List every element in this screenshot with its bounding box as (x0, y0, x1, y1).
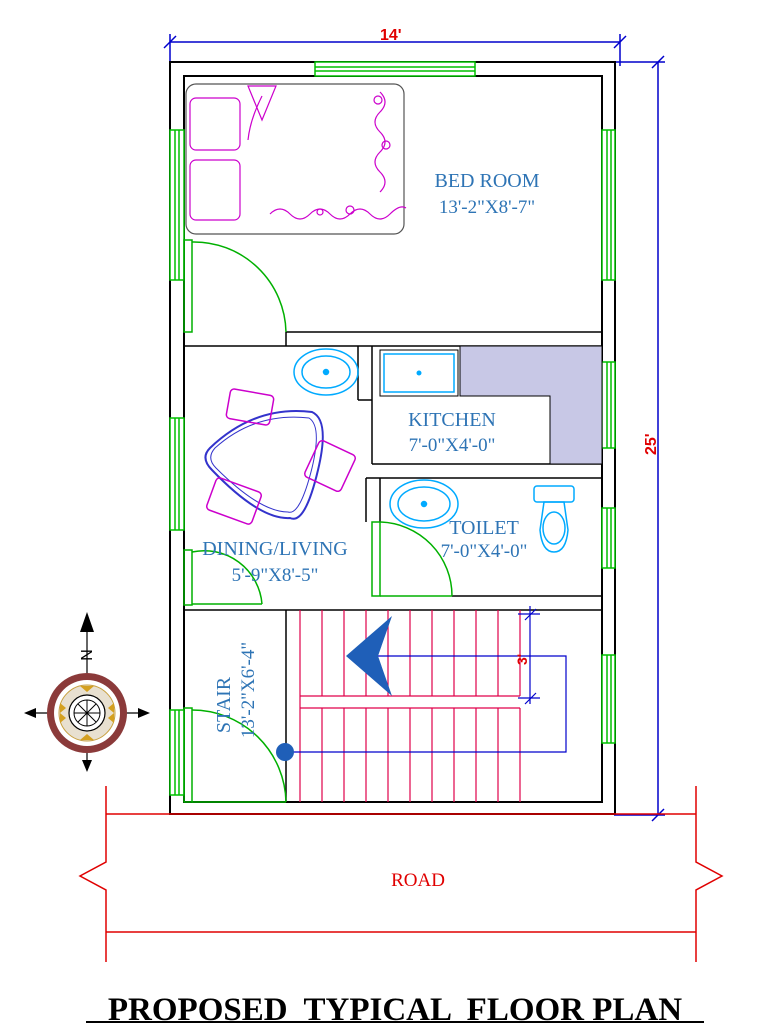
outer-walls (169, 61, 616, 815)
bedroom-name: BED ROOM (434, 170, 539, 192)
dining-name: DINING/LIVING (202, 538, 348, 560)
width-dimension-label: 14' (380, 27, 402, 44)
windows (169, 61, 616, 796)
stair-size: 13'-2"X6'-4" (238, 642, 259, 738)
toilet-fixtures (389, 479, 575, 553)
stair-flight-dimension (518, 606, 540, 705)
toilet-name: TOILET (449, 517, 519, 539)
bedroom-size: 13'-2"X8'-7" (439, 197, 535, 218)
dining-set (204, 388, 357, 525)
kitchen-counter (379, 345, 603, 465)
stair (299, 610, 521, 802)
stair-direction-arrow (276, 616, 567, 761)
width-dimension (163, 34, 627, 66)
stair-flight-dimension-label: 3' (514, 654, 530, 665)
compass-north-label: N (79, 649, 96, 661)
length-dimension (614, 55, 665, 822)
kitchen-name: KITCHEN (408, 409, 496, 431)
road (78, 786, 724, 962)
wash-basin (293, 348, 359, 396)
plan-title: PROPOSED TYPICAL FLOOR PLAN (108, 992, 682, 1024)
bed (185, 83, 407, 235)
toilet-size: 7'-0"X4'-0" (441, 541, 528, 562)
north-compass (24, 612, 150, 772)
stair-name: STAIR (213, 676, 235, 733)
dining-size: 5'-9"X8'-5" (232, 565, 319, 586)
length-dimension-label: 25' (643, 433, 660, 455)
road-label: ROAD (391, 870, 445, 891)
doors (183, 239, 453, 803)
kitchen-size: 7'-0"X4'-0" (409, 435, 496, 456)
north-arrow-icon (80, 612, 94, 632)
